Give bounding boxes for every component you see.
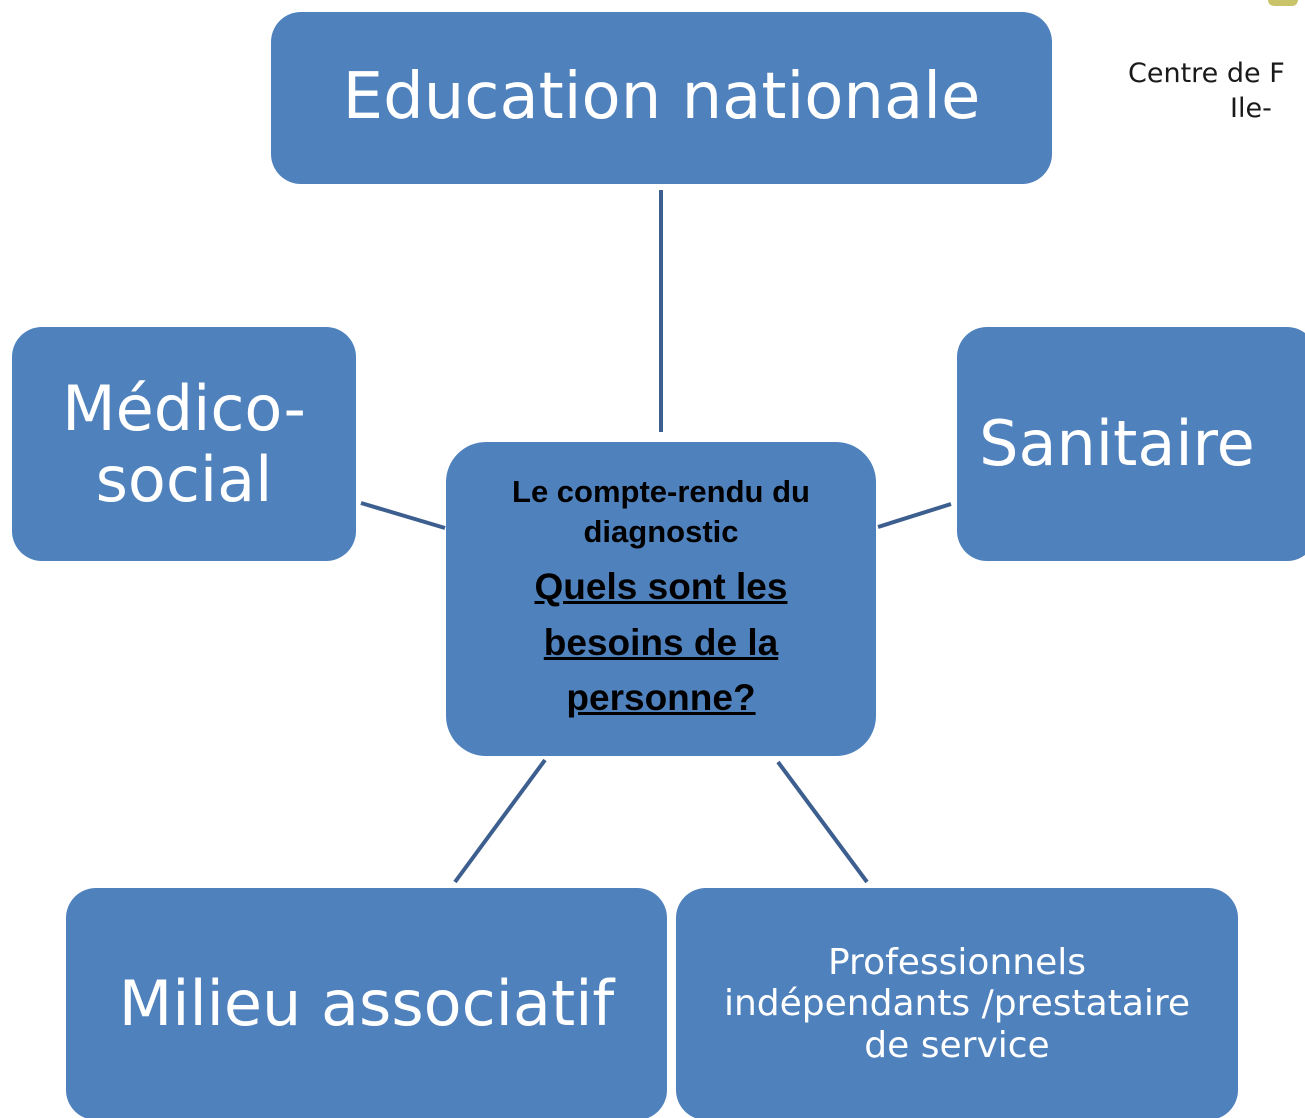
node-medico-social: Médico-social <box>12 327 356 561</box>
logo-mark <box>1268 0 1298 6</box>
connector-left <box>360 501 446 530</box>
node-milieu-associatif: Milieu associatif <box>66 888 667 1118</box>
connector-bottom-left <box>453 758 547 884</box>
node-professionnels-label: Professionnels indépendants /prestataire… <box>723 941 1191 1066</box>
logo-line-1: Centre de F <box>1128 58 1285 89</box>
node-education-nationale-label: Education nationale <box>342 60 981 135</box>
logo: Centre de F Ile- <box>1128 56 1305 126</box>
connector-right <box>877 502 952 529</box>
node-milieu-associatif-label: Milieu associatif <box>118 967 615 1041</box>
center-question: Quels sont les besoins de la personne? <box>534 566 788 719</box>
node-professionnels-independants: Professionnels indépendants /prestataire… <box>676 888 1238 1118</box>
node-sanitaire-label: Sanitaire <box>979 407 1255 481</box>
node-medico-social-label: Médico-social <box>62 371 306 516</box>
center-title: Le compte-rendu du diagnostic <box>512 474 810 549</box>
node-education-nationale: Education nationale <box>271 12 1052 184</box>
node-center: Le compte-rendu du diagnostic Quels sont… <box>446 442 876 756</box>
logo-line-2: Ile- <box>1230 93 1272 125</box>
connector-bottom-right <box>776 760 869 884</box>
node-sanitaire: Sanitaire <box>957 327 1305 561</box>
